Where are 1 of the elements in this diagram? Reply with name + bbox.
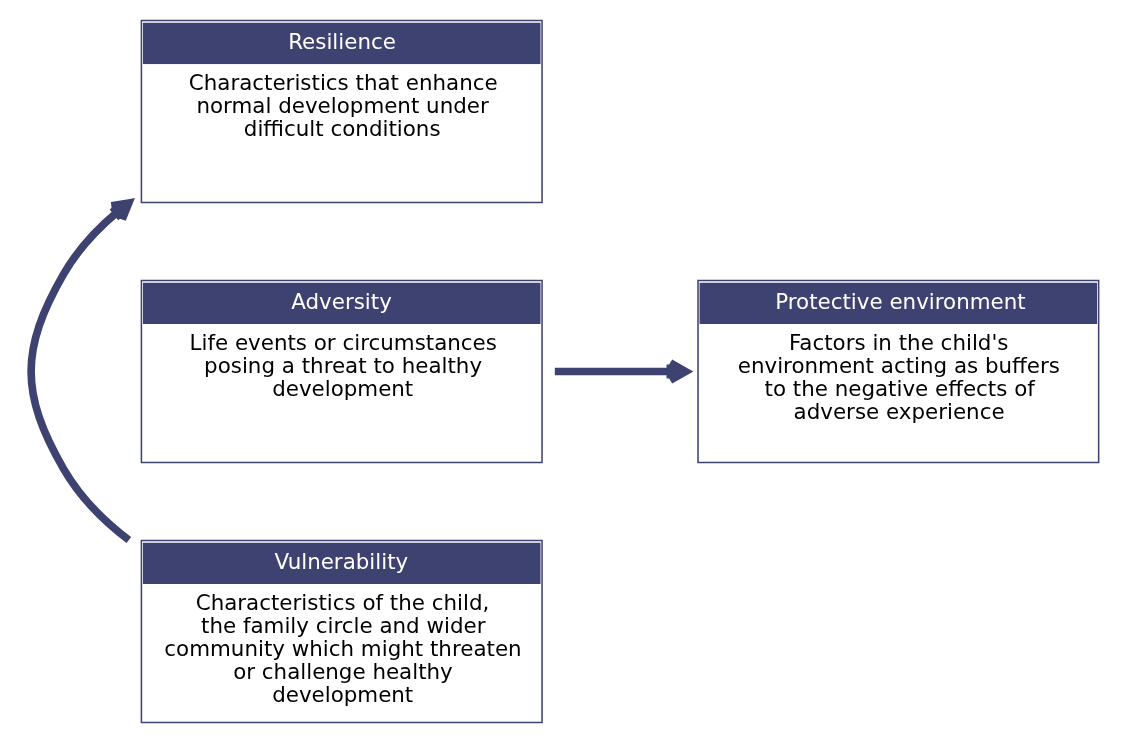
arrow (26, 199, 133, 544)
